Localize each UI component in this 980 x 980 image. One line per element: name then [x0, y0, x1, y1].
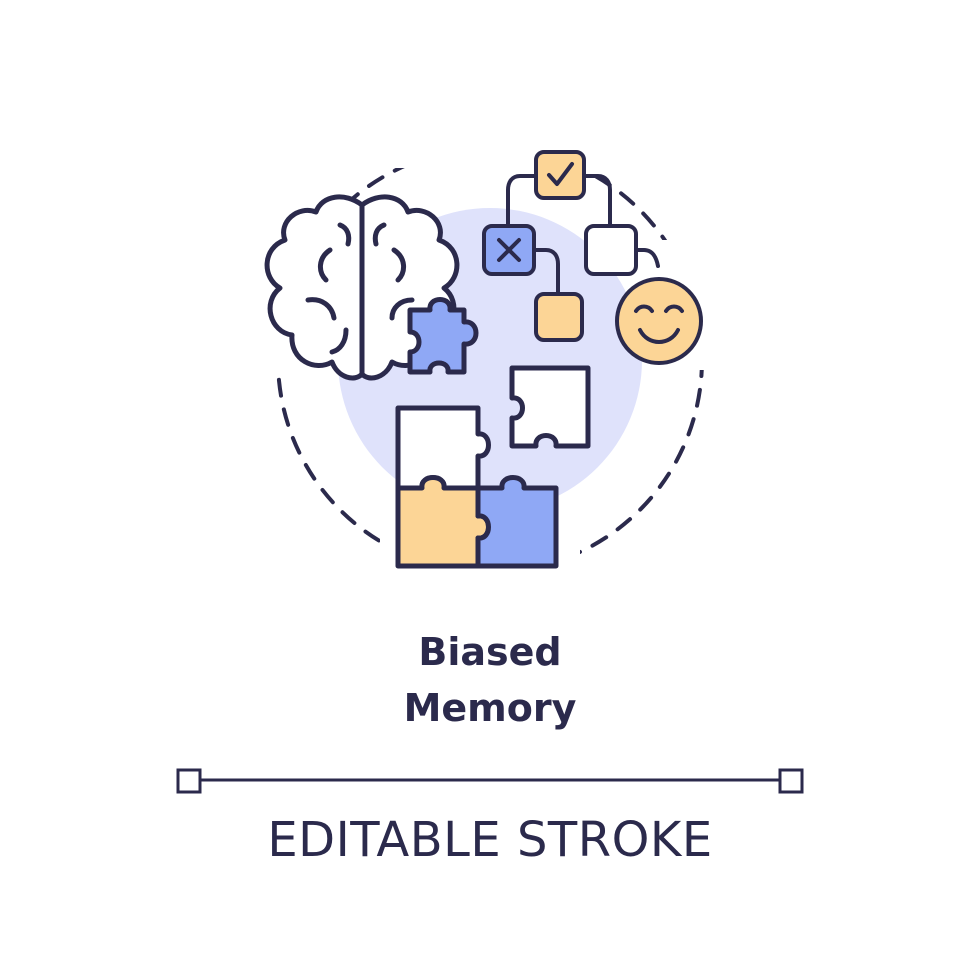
title-line-1: Biased: [418, 630, 562, 674]
divider-handle-right: [778, 768, 804, 794]
puzzle-piece-yellow: [395, 475, 491, 569]
title-line-2: Memory: [403, 686, 577, 730]
neutral-box: [584, 224, 638, 276]
result-box: [534, 292, 584, 342]
puzzle-piece-white-top: [395, 405, 491, 491]
cross-icon: [497, 238, 521, 262]
check-icon: [547, 162, 574, 186]
puzzle-icon: [395, 405, 559, 569]
biased-memory-illustration: [264, 146, 704, 574]
puzzle-piece-blue-small: [407, 297, 479, 375]
stroke-divider: [176, 768, 804, 794]
check-box: [534, 150, 586, 200]
brain-icon: [264, 194, 460, 381]
puzzle-piece-blue-large: [475, 475, 559, 569]
divider-handle-left: [176, 768, 202, 794]
cross-box: [482, 224, 536, 276]
smiley-face-icon: [615, 277, 703, 365]
decision-flow-icon: [506, 174, 660, 296]
puzzle-piece-white-right: [509, 365, 591, 449]
caption-editable-stroke: EDITABLE STROKE: [267, 812, 713, 868]
